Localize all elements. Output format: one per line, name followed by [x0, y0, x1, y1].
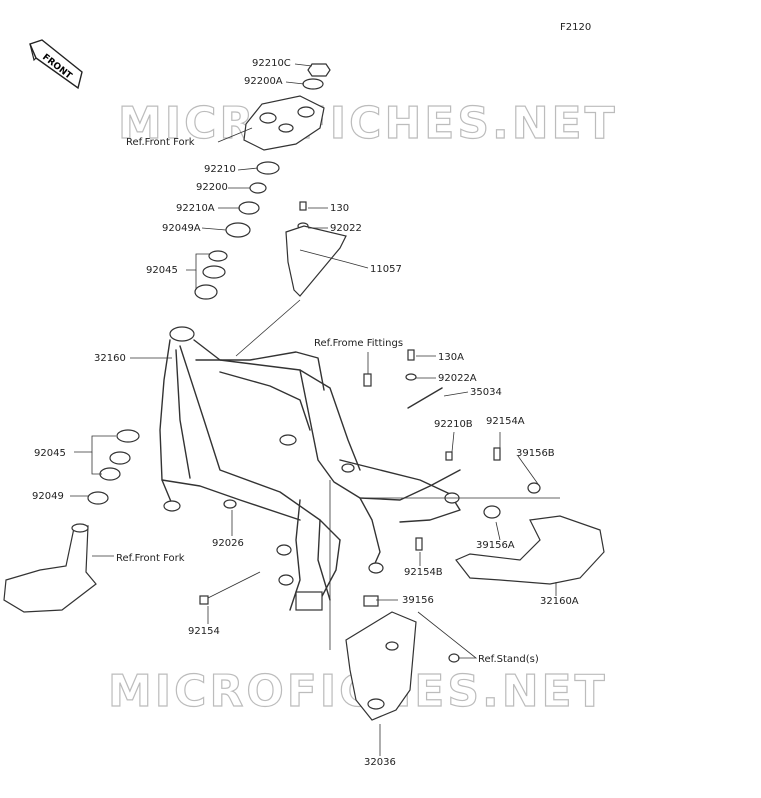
- part-labels: 92210C 92200A Ref.Front Fork 92210 92200…: [32, 58, 579, 768]
- label-92026: 92026: [212, 538, 244, 549]
- label-ref-front-fork-bottom: Ref.Front Fork: [116, 553, 185, 564]
- label-ref-stands: Ref.Stand(s): [478, 654, 539, 665]
- label-39156B: 39156B: [516, 448, 555, 459]
- label-92210: 92210: [204, 164, 236, 175]
- label-32160A: 32160A: [540, 596, 579, 607]
- label-92154A: 92154A: [486, 416, 525, 427]
- label-130A: 130A: [438, 352, 464, 363]
- label-92022: 92022: [330, 223, 362, 234]
- label-92049A: 92049A: [162, 223, 201, 234]
- label-11057: 11057: [370, 264, 402, 275]
- front-arrow-icon: FRONT: [29, 39, 83, 90]
- label-92022A: 92022A: [438, 373, 477, 384]
- leader-lines: [70, 63, 560, 756]
- label-92200: 92200: [196, 182, 228, 193]
- label-32160: 32160: [94, 353, 126, 364]
- label-32036: 32036: [364, 757, 396, 768]
- diagram-code: F2120: [560, 22, 591, 33]
- label-ref-front-fork-top: Ref.Front Fork: [126, 137, 195, 148]
- steering-parts: [194, 63, 347, 300]
- label-92045-top: 92045: [146, 265, 178, 276]
- label-92049: 92049: [32, 491, 64, 502]
- label-35034: 35034: [470, 387, 502, 398]
- label-92154B: 92154B: [404, 567, 443, 578]
- label-92045-bottom: 92045: [34, 448, 66, 459]
- stand-bracket: [345, 595, 460, 721]
- watermark-top: MICROFICHES.NET: [118, 98, 618, 149]
- sub-frame: [445, 447, 605, 585]
- lower-steering-parts: [3, 429, 261, 613]
- label-39156A: 39156A: [476, 540, 515, 551]
- label-92210C: 92210C: [252, 58, 291, 69]
- label-92154: 92154: [188, 626, 220, 637]
- label-ref-frame-fittings: Ref.Frome Fittings: [314, 338, 403, 349]
- label-92210A: 92210A: [176, 203, 215, 214]
- label-92200A: 92200A: [244, 76, 283, 87]
- label-39156: 39156: [402, 595, 434, 606]
- frame-fittings: [363, 349, 443, 551]
- label-130: 130: [330, 203, 349, 214]
- main-frame: [159, 326, 461, 611]
- label-92210B: 92210B: [434, 419, 473, 430]
